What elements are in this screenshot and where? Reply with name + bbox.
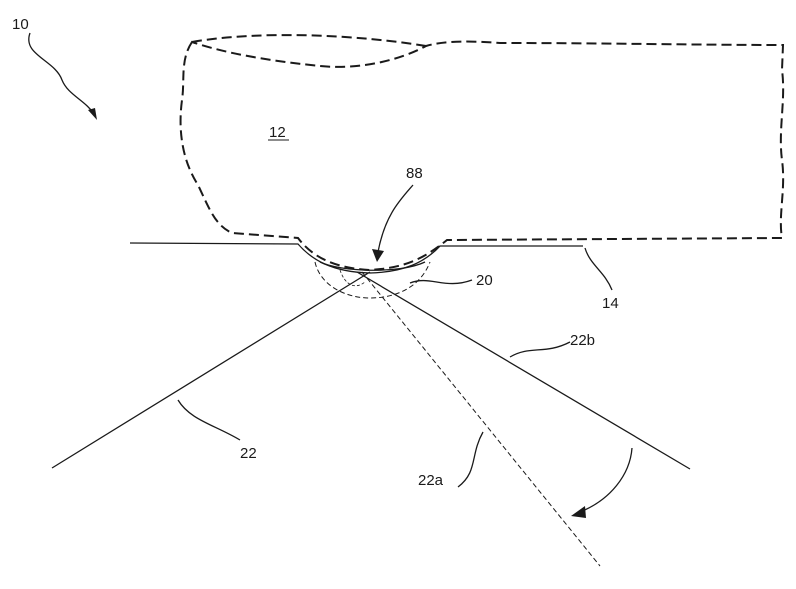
ref-label-88: 88 bbox=[406, 165, 423, 182]
ref-label-22: 22 bbox=[240, 445, 257, 462]
ref-label-20: 20 bbox=[476, 272, 493, 289]
leader-22a bbox=[457, 431, 484, 488]
surface-line bbox=[129, 242, 583, 274]
leader-88-arrowhead bbox=[372, 249, 384, 262]
ref-label-22a: 22a bbox=[418, 472, 444, 489]
leader-10-arrowhead bbox=[88, 108, 97, 120]
body-outline bbox=[179, 40, 785, 272]
ref-label-12: 12 bbox=[269, 124, 286, 141]
ref-label-14: 14 bbox=[602, 295, 619, 312]
leader-14 bbox=[584, 247, 613, 291]
rotation-arrow bbox=[579, 447, 633, 513]
ref-label-10: 10 bbox=[12, 16, 29, 33]
focus-arc-inner bbox=[339, 269, 366, 287]
rotation-arrowhead bbox=[571, 506, 586, 518]
leader-22 bbox=[177, 399, 241, 441]
leader-88 bbox=[377, 184, 414, 253]
beam-22a bbox=[361, 271, 601, 567]
body-upper-lobe bbox=[191, 34, 427, 47]
beam-22 bbox=[51, 271, 371, 469]
beam-22b bbox=[356, 271, 691, 470]
leader-10 bbox=[28, 32, 96, 116]
leader-22b bbox=[509, 341, 571, 358]
contact-curve bbox=[319, 261, 426, 271]
ref-label-22b: 22b bbox=[570, 332, 595, 349]
leader-20 bbox=[409, 279, 473, 285]
